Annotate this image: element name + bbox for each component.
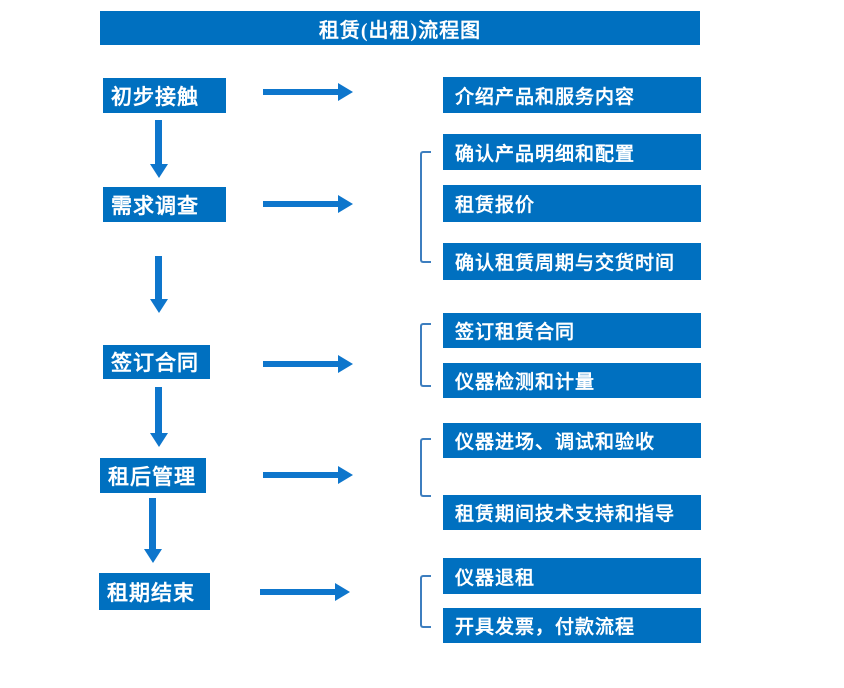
detail-box: 仪器退租: [443, 558, 701, 594]
arrow-right-icon: [263, 355, 353, 373]
arrow-right-icon: [263, 466, 353, 484]
arrow-right-icon: [263, 195, 353, 213]
detail-label: 租赁报价: [455, 195, 536, 216]
step-label: 租后管理: [108, 464, 196, 489]
arrow-down-icon: [144, 498, 162, 563]
detail-label: 介绍产品和服务内容: [455, 86, 636, 108]
arrow-right-icon: [263, 83, 353, 101]
page-title: 租赁(出租)流程图: [318, 19, 482, 42]
detail-label: 仪器退租: [455, 567, 536, 589]
detail-label: 仪器进场、调试和验收: [455, 432, 656, 453]
step-label: 需求调查: [111, 193, 199, 218]
detail-box: 租赁期间技术支持和指导: [443, 495, 701, 530]
bracket-left-icon: [420, 151, 431, 263]
detail-box: 仪器检测和计量: [443, 363, 701, 398]
detail-box: 确认租赁周期与交货时间: [443, 243, 701, 280]
detail-label: 确认租赁周期与交货时间: [455, 253, 676, 274]
detail-label: 租赁期间技术支持和指导: [455, 504, 676, 525]
step-label: 签订合同: [111, 351, 199, 375]
detail-label: 仪器检测和计量: [455, 372, 596, 393]
step-box-demand-survey: 需求调查: [103, 187, 226, 222]
title-bar: 租赁(出租)流程图: [100, 11, 700, 45]
bracket-left-icon: [420, 438, 431, 497]
detail-box: 确认产品明细和配置: [443, 134, 701, 170]
step-box-post-rental-management: 租后管理: [100, 458, 206, 493]
step-box-initial-contact: 初步接触: [103, 78, 226, 113]
bracket-left-icon: [420, 323, 431, 387]
detail-box: 租赁报价: [443, 185, 701, 222]
step-label: 初步接触: [111, 84, 199, 109]
step-box-rental-end: 租期结束: [99, 573, 210, 610]
step-label: 租期结束: [107, 580, 195, 605]
detail-box: 介绍产品和服务内容: [443, 77, 701, 113]
detail-box: 开具发票，付款流程: [443, 608, 701, 643]
detail-box: 签订租赁合同: [443, 313, 701, 348]
detail-label: 签订租赁合同: [455, 322, 576, 343]
step-box-sign-contract: 签订合同: [103, 345, 210, 379]
arrow-right-icon: [260, 583, 350, 601]
arrow-down-icon: [150, 256, 168, 313]
arrow-down-icon: [150, 387, 168, 447]
arrow-down-icon: [150, 120, 168, 178]
detail-label: 确认产品明细和配置: [455, 143, 636, 165]
detail-label: 开具发票，付款流程: [455, 617, 636, 638]
bracket-left-icon: [420, 575, 431, 628]
detail-box: 仪器进场、调试和验收: [443, 423, 701, 458]
